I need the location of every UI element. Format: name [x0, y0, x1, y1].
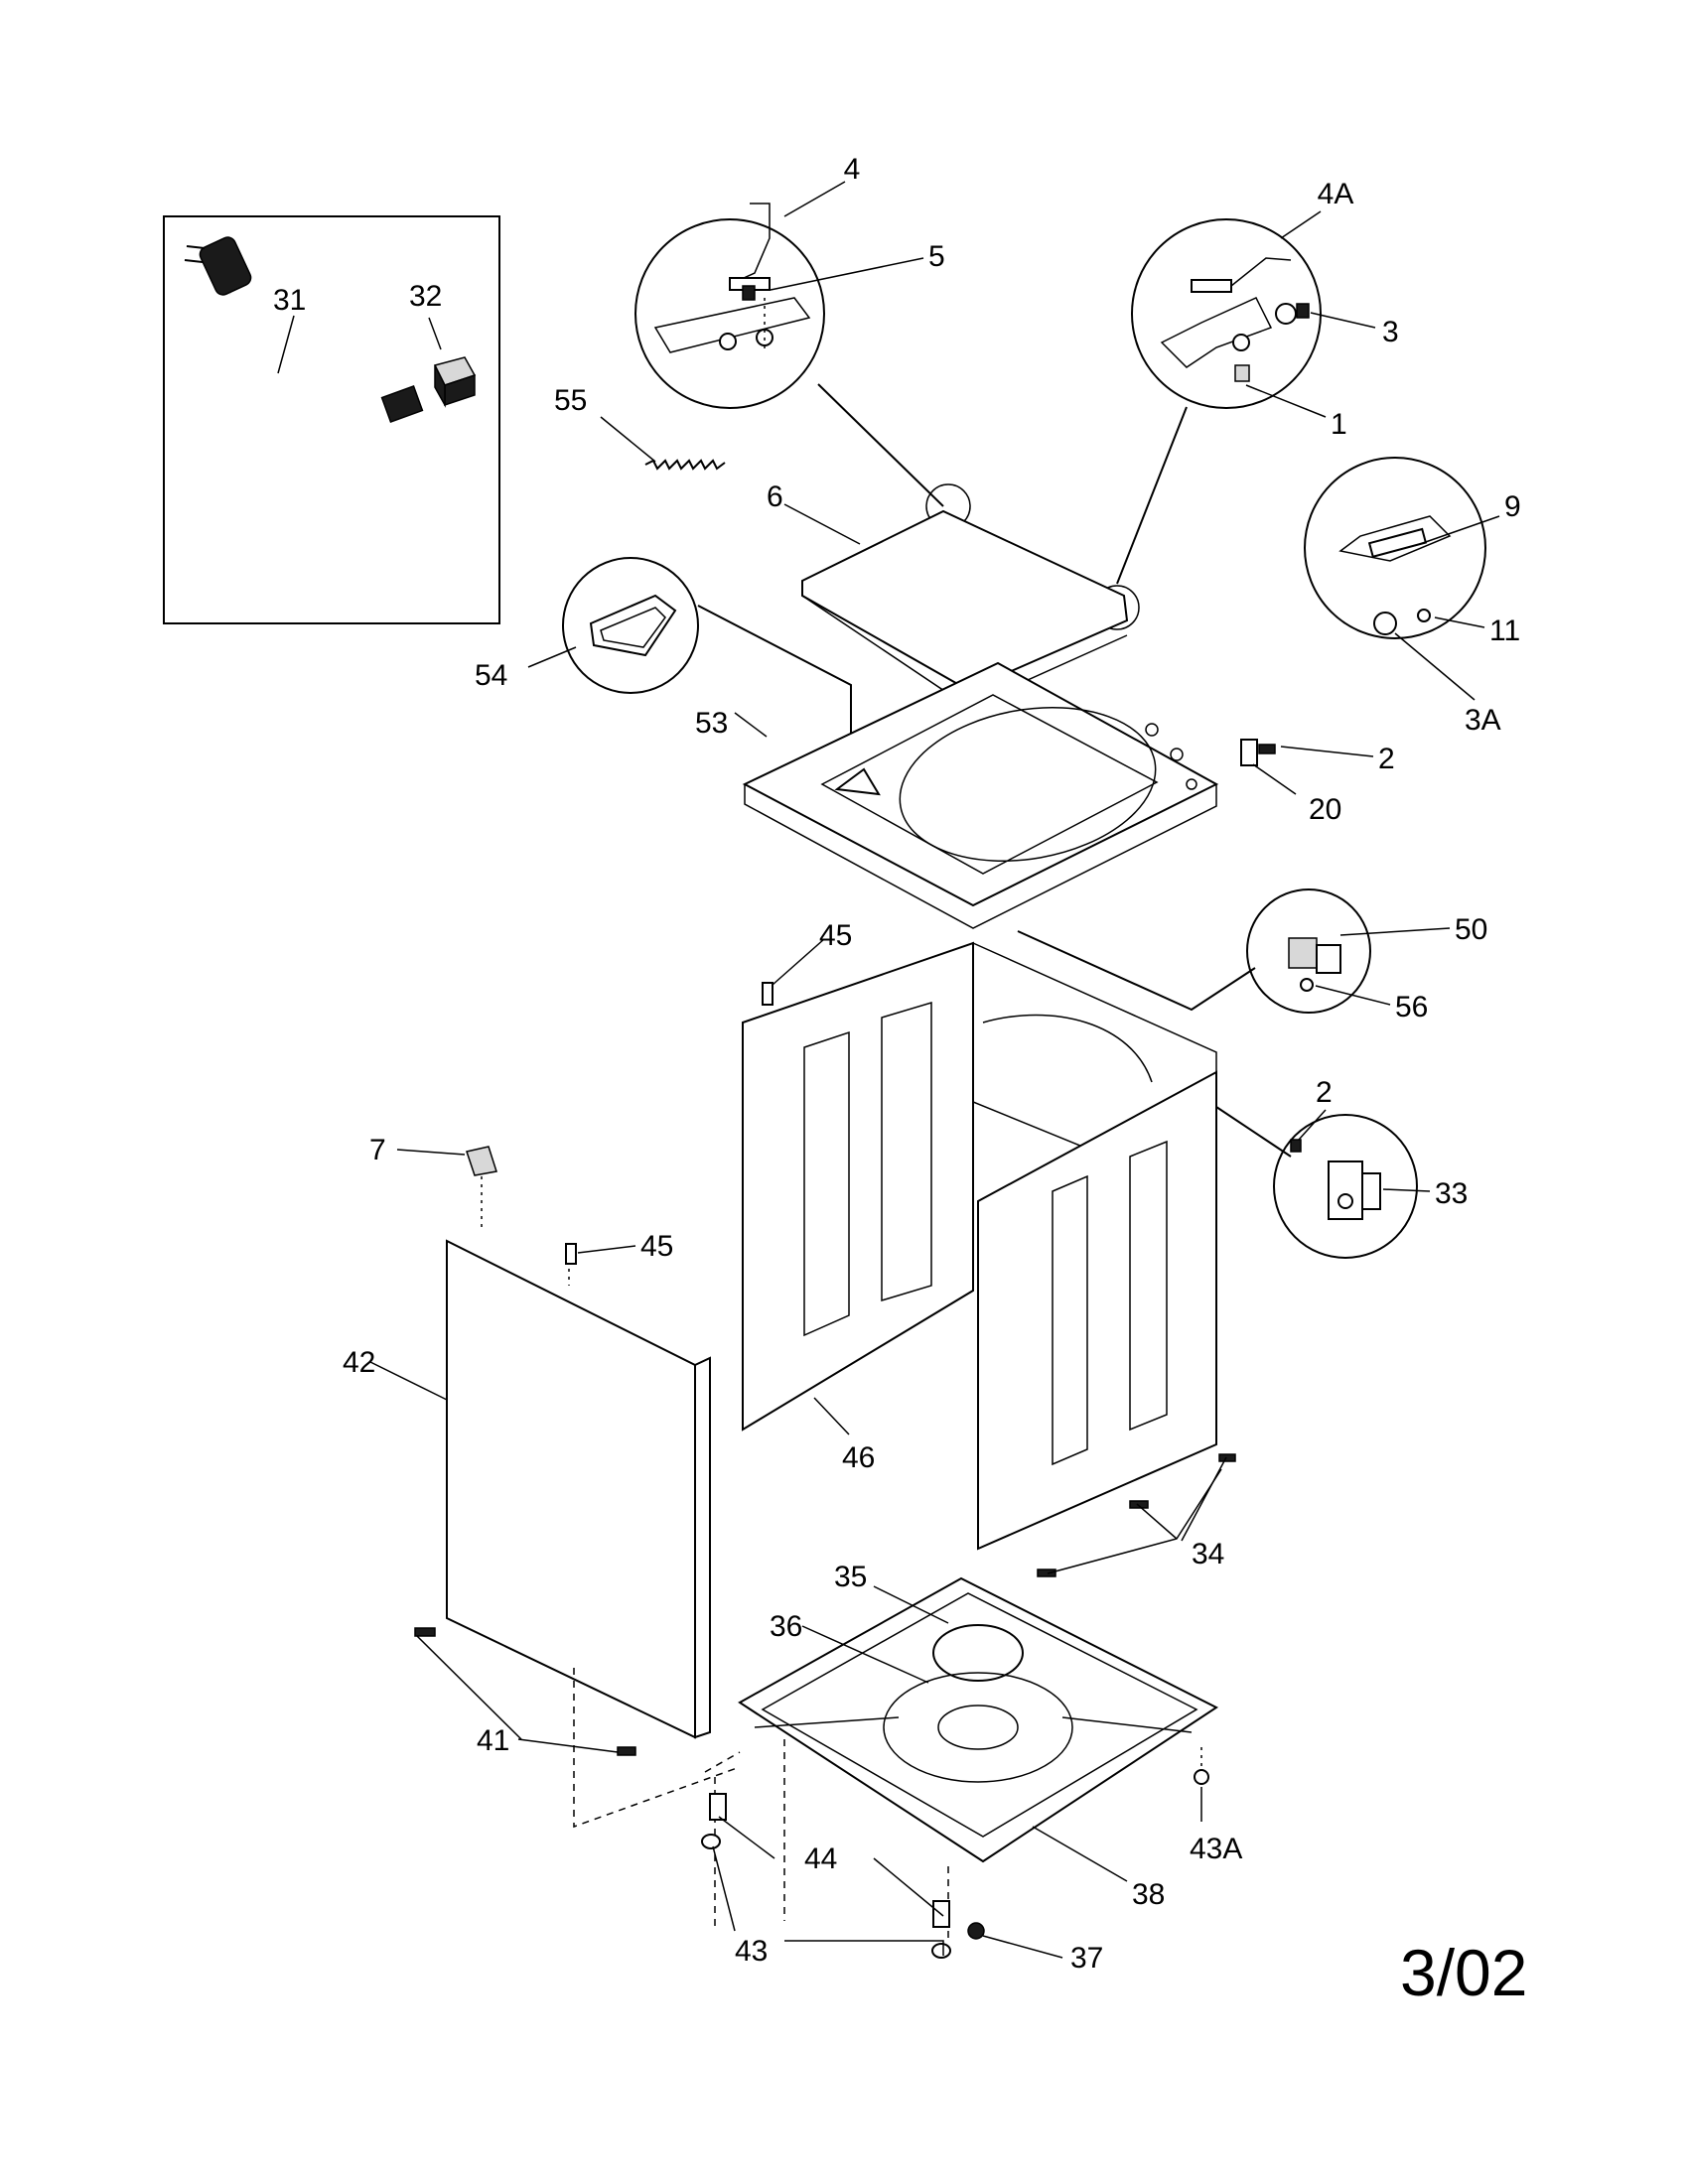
- label-11: 11: [1489, 614, 1520, 647]
- label-31: 31: [273, 284, 306, 317]
- label-2-mid: 2: [1316, 1076, 1333, 1109]
- label-7: 7: [369, 1134, 386, 1166]
- date-code: 3/02: [1400, 1936, 1527, 2009]
- valve-detail: [1273, 1114, 1418, 1259]
- lid: [801, 509, 1129, 708]
- label-32: 32: [409, 280, 442, 313]
- spring-icon: [644, 459, 726, 471]
- label-34: 34: [1192, 1538, 1224, 1570]
- label-45-front: 45: [640, 1230, 673, 1263]
- label-55: 55: [554, 384, 587, 417]
- label-33: 33: [1435, 1177, 1468, 1210]
- label-50: 50: [1455, 913, 1487, 946]
- clip-icon: [466, 1146, 497, 1176]
- front-panel: [446, 1239, 711, 1739]
- label-43: 43: [735, 1935, 768, 1968]
- label-56: 56: [1395, 991, 1428, 1024]
- label-20: 20: [1309, 793, 1341, 826]
- label-46: 46: [842, 1441, 875, 1474]
- hinge-detail-right: [1131, 218, 1322, 409]
- label-41: 41: [477, 1724, 509, 1757]
- callout-labels: 4 4A 5 3 1 31 32 55 6 9 11 3A 54 53 2 20…: [273, 153, 1521, 1975]
- label-54: 54: [475, 659, 507, 692]
- label-38: 38: [1132, 1878, 1165, 1911]
- label-37: 37: [1070, 1942, 1103, 1975]
- bracket-icon: [1240, 739, 1276, 766]
- power-cord-inset: [163, 215, 500, 624]
- hinge-detail-left: [634, 203, 825, 409]
- label-53: 53: [695, 707, 728, 740]
- label-3: 3: [1382, 316, 1399, 348]
- connector-block-icon: [433, 356, 477, 408]
- label-44: 44: [804, 1843, 837, 1875]
- label-4: 4: [844, 153, 861, 186]
- base-frame: [738, 1576, 1218, 1863]
- top-panel: [742, 661, 1219, 929]
- label-4a: 4A: [1318, 178, 1354, 210]
- label-35: 35: [834, 1561, 867, 1593]
- leader-lines: [369, 181, 1500, 1959]
- power-plug-icon: [184, 236, 252, 296]
- label-36: 36: [770, 1610, 802, 1643]
- label-42: 42: [343, 1346, 375, 1379]
- bumper-detail: [562, 557, 699, 694]
- lid-switch-detail: [1304, 457, 1486, 639]
- label-3a: 3A: [1465, 704, 1501, 737]
- cabinet-body: [742, 941, 1217, 1551]
- label-45-top: 45: [819, 919, 852, 952]
- label-6: 6: [767, 480, 783, 513]
- label-1: 1: [1331, 408, 1347, 441]
- label-43a: 43A: [1190, 1833, 1242, 1865]
- label-5: 5: [928, 240, 945, 273]
- label-9: 9: [1504, 490, 1521, 523]
- switch-detail: [1246, 888, 1371, 1014]
- label-2-top: 2: [1378, 743, 1395, 775]
